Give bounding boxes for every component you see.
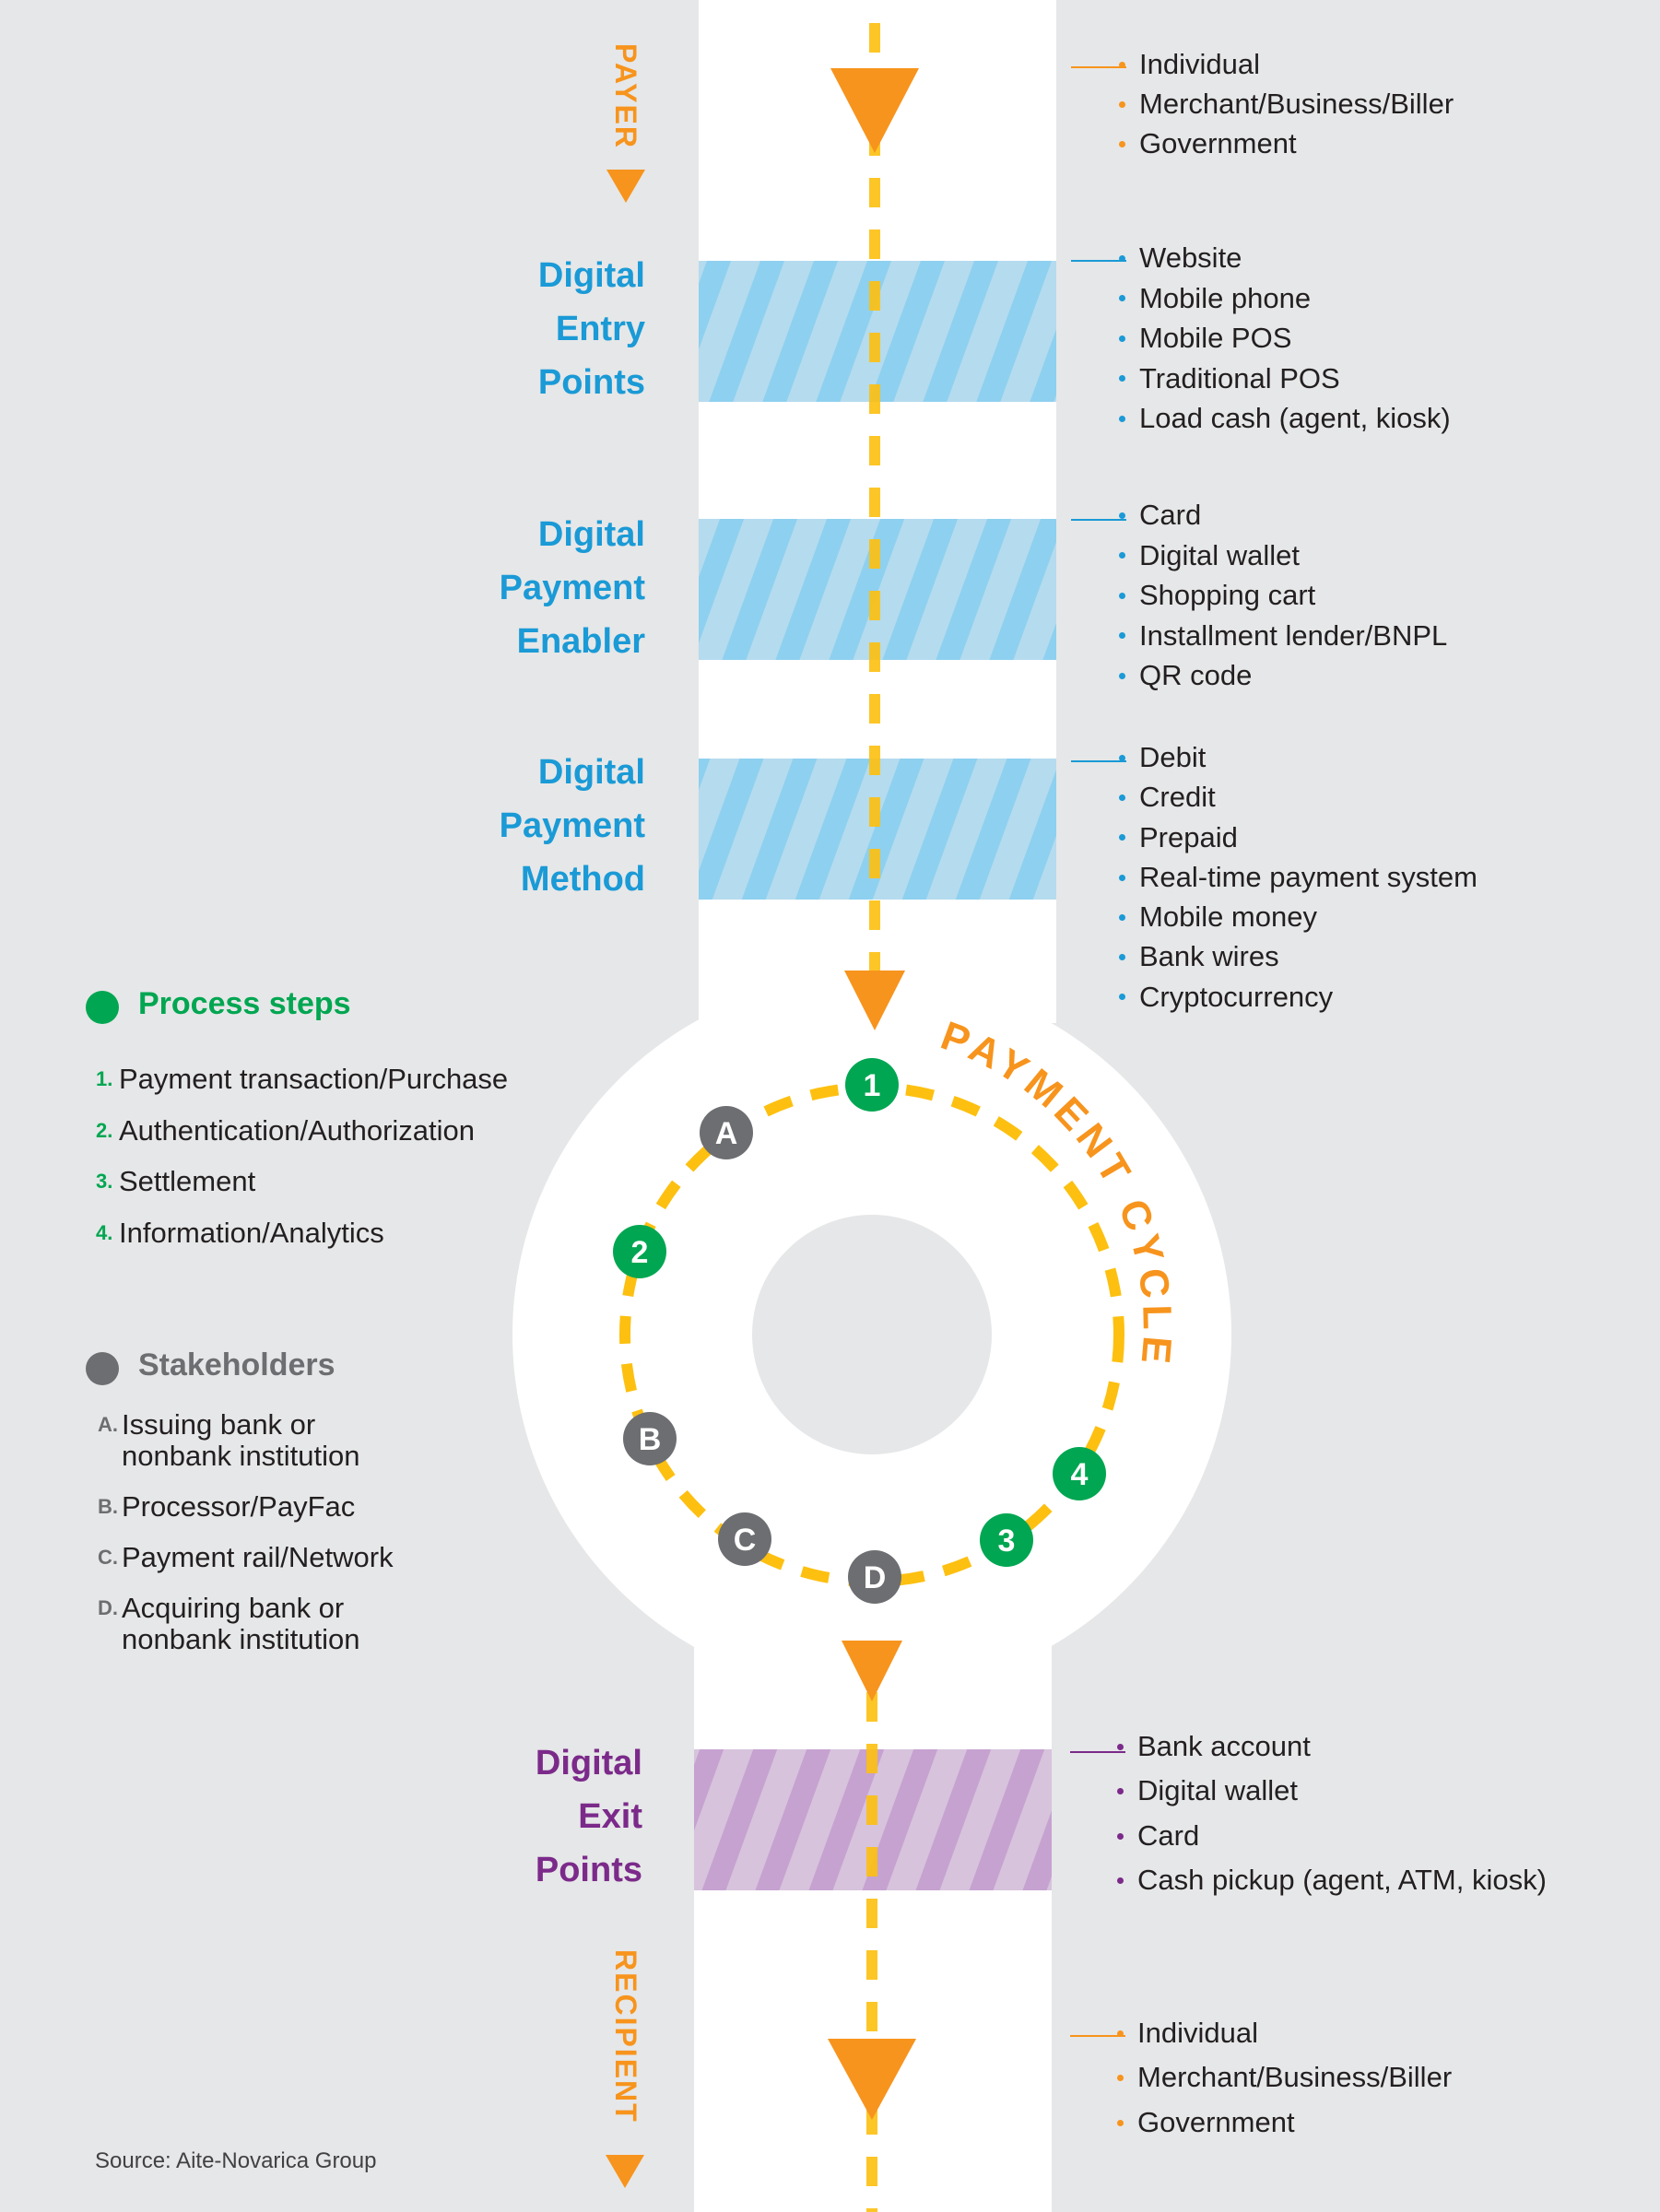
payer-list: Individual Merchant/Business/Biller Gove… [1118, 44, 1454, 163]
node-label: B [639, 1422, 662, 1457]
list-item: Real-time payment system [1119, 857, 1478, 897]
entry-points-list: Website Mobile phone Mobile POS Traditio… [1119, 238, 1451, 439]
stakeholders-dot-icon [86, 1352, 119, 1385]
stakeholder-node-a: A [700, 1106, 753, 1159]
list-item: Merchant/Business/Biller [1116, 2055, 1452, 2100]
list-item: Digital wallet [1117, 1769, 1547, 1813]
stakeholder-node-d: D [848, 1550, 901, 1604]
list-item: Card [1117, 1814, 1547, 1858]
list-item: Cryptocurrency [1119, 977, 1478, 1017]
list-item: Debit [1119, 737, 1478, 777]
step-node-1: 1 [845, 1058, 899, 1112]
node-label: C [734, 1523, 757, 1558]
list-item: Merchant/Business/Biller [1118, 84, 1454, 124]
exit-points-connector [1070, 1751, 1125, 1753]
recipient-label: RECIPIENT [609, 1949, 642, 2124]
list-item: Bank account [1117, 1724, 1547, 1769]
payer-connector [1071, 66, 1126, 68]
cycle-center-hole [752, 1215, 992, 1454]
entry-points-connector [1071, 260, 1126, 262]
list-item: 1.Payment transaction/Purchase [96, 1063, 509, 1095]
list-item: D. Acquiring bank or nonbank institution [98, 1592, 360, 1655]
payment-enabler-list: Card Digital wallet Shopping cart Instal… [1118, 495, 1447, 696]
list-item: Digital wallet [1118, 535, 1447, 576]
step-node-4: 4 [1053, 1447, 1106, 1500]
stakeholders-list: A. Issuing bank or nonbank institution B… [98, 1409, 394, 1655]
payer-arrow-icon [606, 170, 645, 203]
arrow-down-icon [842, 1641, 902, 1701]
payment-method-connector [1071, 760, 1126, 762]
step-node-3: 3 [980, 1513, 1033, 1567]
list-item: 4.Information/Analytics [96, 1217, 384, 1250]
list-item: Bank wires [1119, 936, 1478, 976]
list-item: Installment lender/BNPL [1118, 616, 1447, 656]
payment-method-band [699, 759, 1056, 900]
process-steps-dot-icon [86, 991, 119, 1024]
list-item: Mobile POS [1119, 318, 1451, 359]
arrow-down-icon [830, 68, 919, 153]
recipient-arrow-icon [606, 2155, 644, 2188]
list-item: Card [1118, 495, 1447, 535]
payment-method-list: Debit Credit Prepaid Real-time payment s… [1119, 737, 1478, 1017]
list-item: Individual [1118, 44, 1454, 84]
list-item: Cash pickup (agent, ATM, kiosk) [1117, 1858, 1547, 1902]
list-item: Government [1116, 2100, 1452, 2145]
list-item: 3.Settlement [96, 1165, 256, 1198]
step-node-2: 2 [613, 1225, 666, 1278]
node-label: A [715, 1116, 738, 1151]
stakeholder-node-c: C [718, 1512, 771, 1566]
cycle-nodes: 1A 2B C D 3 4 [613, 1058, 1106, 1604]
exit-points-list: Bank account Digital wallet Card Cash pi… [1117, 1724, 1547, 1902]
node-label: 4 [1071, 1457, 1089, 1492]
list-item: Individual [1116, 2011, 1452, 2055]
stakeholder-node-b: B [623, 1412, 677, 1465]
list-item: Mobile phone [1119, 278, 1451, 319]
list-item: QR code [1118, 655, 1447, 696]
arrow-down-icon [828, 2039, 916, 2120]
list-item: Government [1118, 124, 1454, 163]
node-label: D [864, 1560, 887, 1595]
list-item: Shopping cart [1118, 575, 1447, 616]
source-note: Source: Aite-Novarica Group [95, 2148, 377, 2173]
list-item: Credit [1119, 777, 1478, 817]
list-item: Traditional POS [1119, 359, 1451, 399]
node-label: 3 [998, 1524, 1016, 1559]
process-steps-title: Process steps [138, 986, 351, 1021]
list-item: A. Issuing bank or nonbank institution [98, 1408, 360, 1472]
list-item: Mobile money [1119, 897, 1478, 936]
list-item: C. Payment rail/Network [98, 1541, 394, 1573]
node-label: 1 [864, 1068, 881, 1103]
list-item: Prepaid [1119, 818, 1478, 857]
node-label: 2 [631, 1235, 649, 1270]
payer-label: PAYER [609, 43, 642, 149]
recipient-list: Individual Merchant/Business/Biller Gove… [1116, 2011, 1452, 2145]
stakeholders-title: Stakeholders [138, 1347, 336, 1382]
payment-enabler-connector [1071, 519, 1126, 521]
list-item: Load cash (agent, kiosk) [1119, 398, 1451, 439]
list-item: B. Processor/PayFac [98, 1490, 356, 1523]
process-steps-list: 1.Payment transaction/Purchase 2.Authent… [96, 1053, 508, 1259]
list-item: 2.Authentication/Authorization [96, 1113, 476, 1147]
list-item: Website [1119, 238, 1451, 278]
recipient-connector [1070, 2035, 1125, 2037]
arrow-down-icon [844, 971, 905, 1030]
